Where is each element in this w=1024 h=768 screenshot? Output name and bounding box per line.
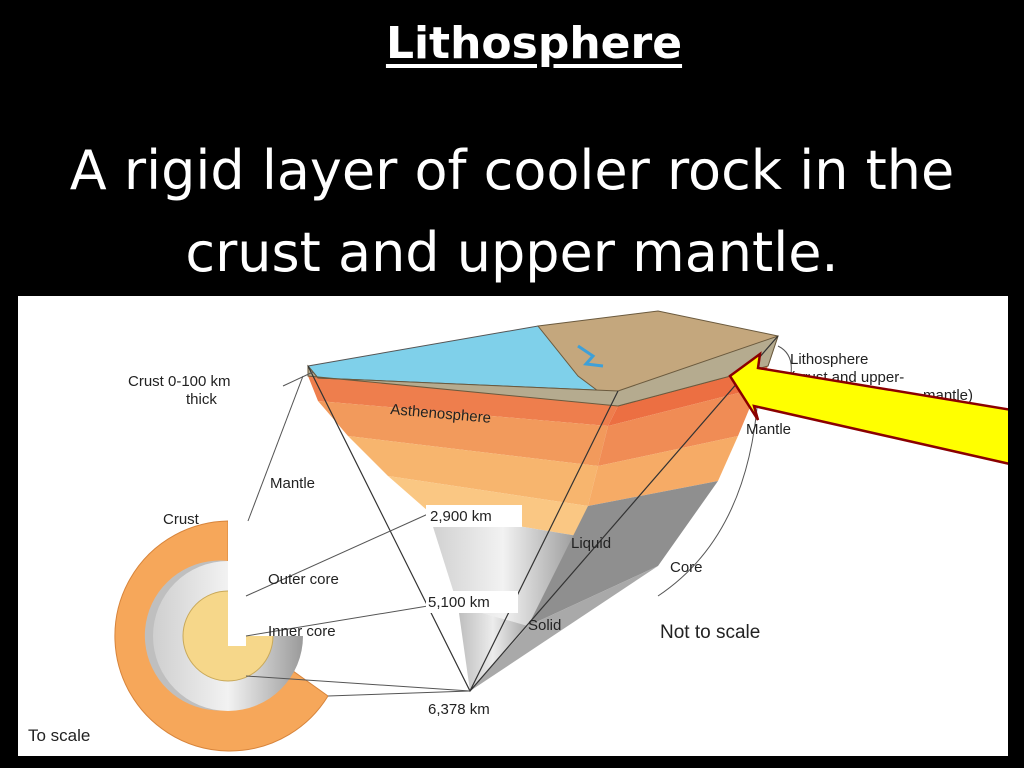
to-scale-cutaway [114, 506, 348, 752]
earth-layers-diagram: Crust 0-100 km thick Mantle Crust Outer … [18, 296, 1008, 756]
label-mantle-right: Mantle [746, 421, 791, 438]
slide-body-text: A rigid layer of cooler rock in the crus… [0, 130, 1024, 294]
label-crust-thickness-2: thick [186, 391, 217, 408]
right-mantle-1 [598, 388, 758, 466]
body-line-2: crust and upper mantle. [185, 221, 839, 284]
right-mantle-2 [588, 436, 738, 506]
cross-section-wedge [307, 310, 779, 693]
label-solid: Solid [528, 617, 561, 634]
label-depth-6378: 6,378 km [428, 701, 490, 718]
label-depth-5100: 5,100 km [428, 594, 490, 611]
yellow-arrow-icon [728, 351, 1008, 465]
lithosphere-layer [307, 335, 779, 407]
label-outer-core: Outer core [268, 571, 339, 588]
label-depth-2900: 2,900 km [430, 508, 492, 525]
diagram-labels: Crust 0-100 km thick Mantle Crust Outer … [28, 351, 973, 745]
asthenosphere-band-left [308, 376, 618, 426]
label-mantle-left: Mantle [270, 475, 315, 492]
depth-2900-box [426, 505, 522, 527]
earth-diagram-svg: Crust 0-100 km thick Mantle Crust Outer … [28, 310, 1008, 752]
mantle-band-1 [318, 401, 608, 466]
mantle-band-2 [348, 436, 598, 506]
label-crust: Crust [163, 511, 200, 528]
river [577, 344, 604, 368]
label-liquid: Liquid [571, 535, 611, 552]
body-line-1: A rigid layer of cooler rock in the [69, 139, 955, 202]
slide-title: Lithosphere [385, 18, 683, 69]
label-not-to-scale: Not to scale [660, 622, 760, 643]
label-lithosphere-1: Lithosphere [790, 351, 868, 368]
right-inner-core [470, 566, 658, 691]
right-outer-core [528, 481, 718, 626]
label-crust-thickness-1: Crust 0-100 km [128, 373, 231, 390]
label-inner-core: Inner core [268, 623, 336, 640]
depth-5100-box [426, 591, 518, 613]
label-to-scale: To scale [28, 726, 90, 745]
label-core: Core [670, 559, 703, 576]
right-asthenosphere [608, 366, 768, 426]
inner-core-left [458, 606, 528, 691]
